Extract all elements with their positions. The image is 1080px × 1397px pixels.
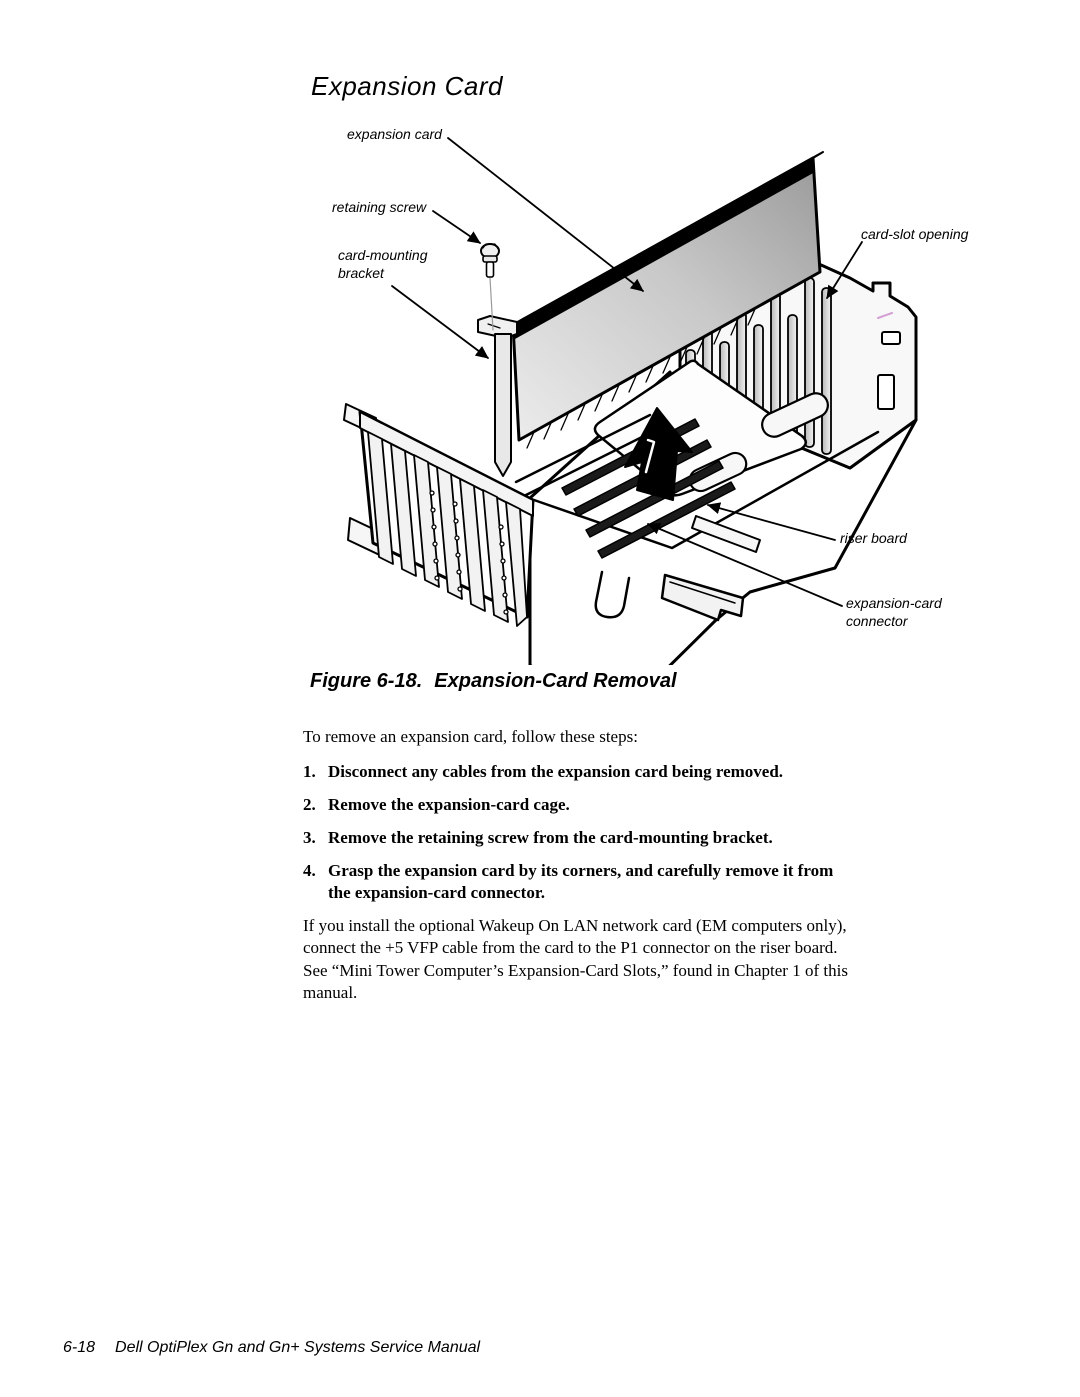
footer-manual-title: Dell OptiPlex Gn and Gn+ Systems Service… [115, 1339, 481, 1356]
note-paragraph-line-1: If you install the optional Wakeup On LA… [303, 916, 847, 935]
removal-arrow-icon [624, 407, 693, 501]
label-retaining-screw: retaining screw [332, 199, 427, 215]
step-4-text-line-1: Grasp the expansion card by its corners,… [328, 861, 834, 880]
body-text-column: To remove an expansion card, follow thes… [303, 726, 1018, 1005]
label-riser-board: riser board [840, 530, 907, 546]
label-expansion-card: expansion card [347, 126, 442, 142]
callout-expansion-card-connector [647, 523, 843, 607]
callout-card-slot-opening [826, 241, 863, 299]
step-3-number: 3. [303, 828, 316, 847]
callout-expansion-card [447, 137, 644, 292]
intro-sentence: To remove an expansion card, follow thes… [303, 727, 638, 746]
page-title: Expansion Card [311, 71, 503, 101]
callout-riser-board [707, 502, 836, 541]
step-1-text: Disconnect any cables from the expansion… [328, 762, 784, 781]
step-2-text: Remove the expansion-card cage. [328, 795, 570, 814]
figure-caption-title: Expansion-Card Removal [434, 670, 677, 692]
label-card-mounting-bracket: card-mounting bracket [338, 247, 428, 281]
step-4: 4. Grasp the expansion card by its corne… [303, 860, 1018, 904]
footer-page-number: 6-18 [63, 1339, 96, 1356]
figure-area: expansion card retaining screw card-moun… [332, 126, 969, 665]
note-paragraph-line-3: See “Mini Tower Computer’s Expansion-Car… [303, 960, 848, 980]
figure-caption-number: Figure 6-18. [310, 670, 423, 692]
step-1: 1. Disconnect any cables from the expans… [303, 761, 1018, 783]
figure-caption: Figure 6-18. Expansion-Card Removal [310, 670, 677, 692]
step-4-text-line-2: the expansion-card connector. [328, 883, 546, 902]
page-footer: 6-18 Dell OptiPlex Gn and Gn+ Systems Ser… [63, 1340, 480, 1356]
card-mounting-bracket-graphic [477, 315, 518, 477]
figure-illustration [343, 137, 918, 665]
label-expansion-card-connector: expansion-card connector [846, 595, 942, 629]
step-3: 3. Remove the retaining screw from the c… [303, 827, 1018, 849]
step-2: 2. Remove the expansion-card cage. [303, 794, 1018, 816]
expansion-card-graphic [511, 151, 824, 449]
callout-card-mounting-bracket [391, 285, 489, 359]
step-4-number: 4. [303, 861, 316, 880]
callout-retaining-screw [432, 210, 481, 244]
step-2-number: 2. [303, 795, 316, 814]
retaining-screw-graphic [480, 243, 500, 331]
note-paragraph-line-4: manual. [303, 983, 358, 1003]
label-card-slot-opening: card-slot opening [861, 226, 969, 242]
note-paragraph: If you install the optional Wakeup On LA… [303, 915, 1018, 1005]
callout-lines [391, 137, 863, 607]
note-paragraph-line-2: connect the +5 VFP cable from the card t… [303, 938, 838, 958]
step-3-text: Remove the retaining screw from the card… [328, 828, 773, 847]
step-1-number: 1. [303, 762, 316, 781]
